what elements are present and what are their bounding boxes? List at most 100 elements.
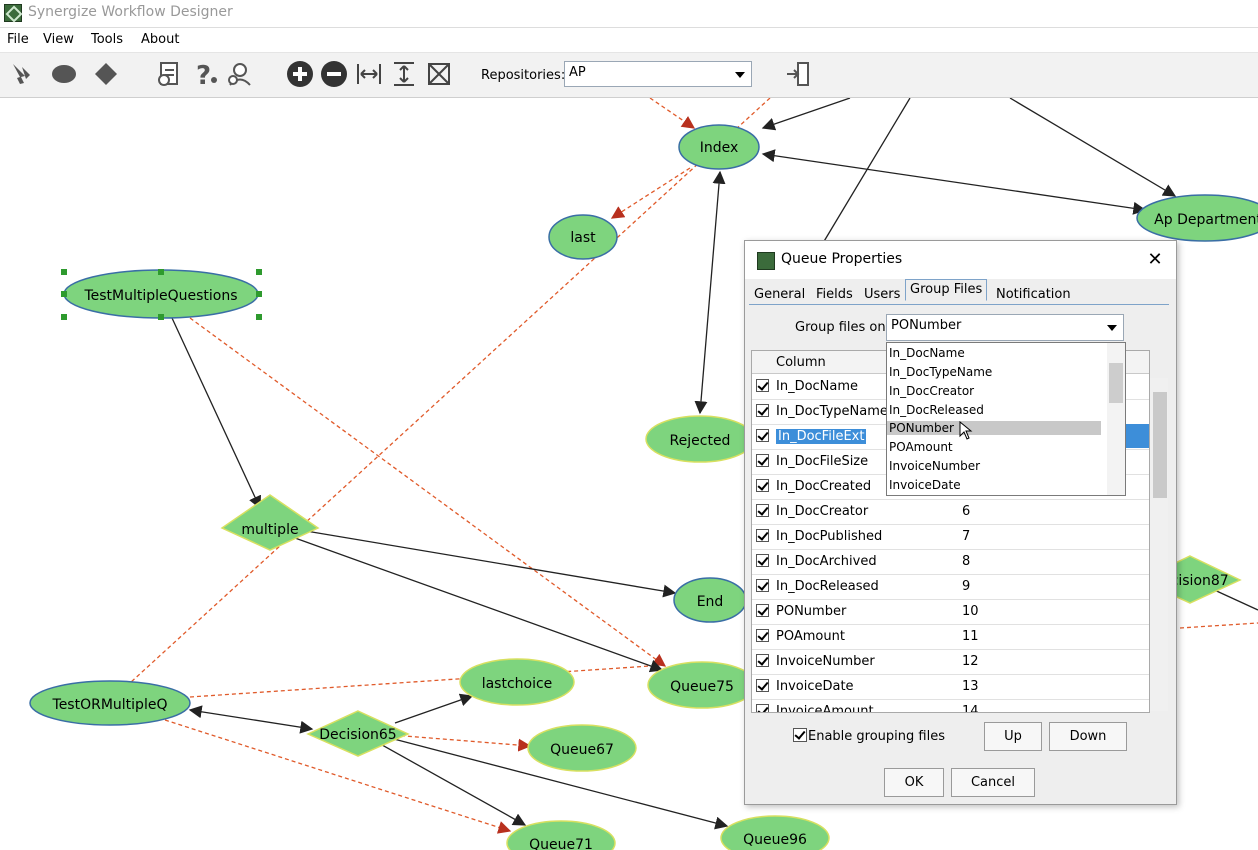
selection-handles[interactable] (61, 269, 262, 320)
help-icon[interactable]: ? (191, 59, 221, 89)
tab-general[interactable]: General (754, 287, 806, 302)
dropdown-option-highlighted[interactable]: PONumber (887, 421, 1101, 435)
tab-group-files[interactable]: Group Files (905, 279, 988, 301)
row-checkbox[interactable] (756, 479, 769, 492)
row-checkbox[interactable] (756, 429, 769, 442)
row-checkbox[interactable] (756, 604, 769, 617)
node-ap-department[interactable]: Ap Department (1136, 194, 1258, 242)
zoom-in-icon[interactable] (285, 59, 315, 89)
group-files-dropdown-list[interactable]: In_DocName In_DocTypeName In_DocCreator … (886, 342, 1126, 496)
row-checkbox[interactable] (756, 579, 769, 592)
close-icon[interactable]: ✕ (1147, 249, 1163, 270)
node-label: Queue96 (743, 832, 807, 848)
node-label: Queue75 (670, 679, 734, 695)
scrollbar-thumb[interactable] (1109, 363, 1123, 403)
menu-tools[interactable]: Tools (91, 32, 124, 47)
dropdown-option[interactable]: In_DocTypeName (889, 365, 993, 379)
ok-button[interactable]: OK (884, 768, 944, 797)
tab-notification[interactable]: Notification (996, 287, 1071, 302)
scrollbar-thumb[interactable] (1153, 392, 1167, 498)
row-checkbox[interactable] (756, 654, 769, 667)
workflow-graph: Index last Ap Department TestMultipleQue… (29, 98, 1258, 850)
node-label: TestORMultipleQ (52, 697, 168, 713)
menu-file[interactable]: File (7, 32, 29, 47)
row-name: In_DocTypeName (776, 404, 888, 419)
app-logo-icon (4, 4, 22, 22)
node-last[interactable]: last (548, 214, 618, 260)
menu-view[interactable]: View (43, 32, 74, 47)
node-test-multiple-questions[interactable]: TestMultipleQuestions (61, 269, 262, 320)
row-checkbox[interactable] (756, 554, 769, 567)
row-checkbox[interactable] (756, 529, 769, 542)
node-decision65[interactable]: Decision65 (306, 710, 410, 757)
table-scrollbar[interactable] (1150, 378, 1168, 711)
dialog-title-bar[interactable]: Queue Properties ✕ (745, 241, 1176, 279)
node-multiple[interactable]: multiple (220, 494, 320, 551)
group-files-on-select[interactable]: PONumber (886, 314, 1124, 341)
cancel-button[interactable]: Cancel (951, 768, 1035, 797)
dropdown-option[interactable]: InvoiceNumber (889, 459, 981, 473)
node-end[interactable]: End (673, 577, 747, 623)
repositories-select[interactable]: AP (564, 61, 752, 87)
fit-height-icon[interactable] (389, 59, 419, 89)
dropdown-option[interactable]: In_DocReleased (889, 403, 984, 417)
row-checkbox[interactable] (756, 629, 769, 642)
user-search-icon[interactable] (224, 59, 254, 89)
exit-icon[interactable] (783, 59, 813, 89)
ellipse-icon[interactable] (49, 59, 79, 89)
window-title: Synergize Workflow Designer (28, 4, 233, 20)
row-checkbox[interactable] (756, 704, 769, 712)
node-queue75[interactable]: Queue75 (647, 661, 757, 709)
table-row[interactable]: In_DocCreated (752, 474, 1149, 500)
node-label: multiple (241, 522, 298, 538)
queue-properties-dialog: Queue Properties ✕ General Fields Users … (744, 240, 1177, 805)
pointer-icon[interactable] (6, 59, 36, 89)
fit-page-icon[interactable] (424, 59, 454, 89)
node-queue67[interactable]: Queue67 (527, 724, 637, 772)
node-label: lastchoice (482, 676, 553, 692)
row-checkbox[interactable] (756, 504, 769, 517)
enable-grouping-checkbox[interactable] (793, 728, 807, 742)
row-checkbox[interactable] (756, 454, 769, 467)
dropdown-option[interactable]: POAmount (889, 440, 953, 454)
document-icon[interactable] (155, 59, 185, 89)
toolbar: ? Repositories: AP (0, 53, 1258, 98)
node-queue71[interactable]: Queue71 (506, 820, 616, 850)
diamond-icon[interactable] (91, 59, 121, 89)
fit-width-icon[interactable] (354, 59, 384, 89)
row-checkbox[interactable] (756, 379, 769, 392)
node-lastchoice[interactable]: lastchoice (459, 658, 575, 706)
node-test-or-multiple-q[interactable]: TestORMultipleQ (29, 680, 191, 726)
row-order: 6 (962, 504, 971, 519)
row-order: 9 (962, 579, 971, 594)
repositories-value: AP (569, 65, 586, 80)
row-checkbox[interactable] (756, 679, 769, 692)
row-order: 11 (962, 629, 979, 644)
down-button[interactable]: Down (1049, 722, 1127, 751)
up-button[interactable]: Up (984, 722, 1042, 751)
menu-about[interactable]: About (141, 32, 180, 47)
node-queue96[interactable]: Queue96 (720, 815, 830, 850)
dropdown-option[interactable]: InvoiceDate (889, 478, 961, 492)
dropdown-option[interactable]: In_DocCreator (889, 384, 975, 398)
row-checkbox[interactable] (756, 404, 769, 417)
zoom-out-icon[interactable] (319, 59, 349, 89)
node-label: Ap Department (1154, 212, 1258, 228)
dropdown-option[interactable]: In_DocName (889, 346, 965, 360)
enable-grouping-label: Enable grouping files (808, 729, 945, 744)
tab-users[interactable]: Users (864, 287, 901, 302)
row-name: PONumber (776, 604, 847, 619)
tab-fields[interactable]: Fields (816, 287, 853, 302)
node-rejected[interactable]: Rejected (645, 415, 755, 463)
node-index[interactable]: Index (678, 124, 760, 170)
dropdown-scrollbar[interactable] (1107, 343, 1125, 495)
